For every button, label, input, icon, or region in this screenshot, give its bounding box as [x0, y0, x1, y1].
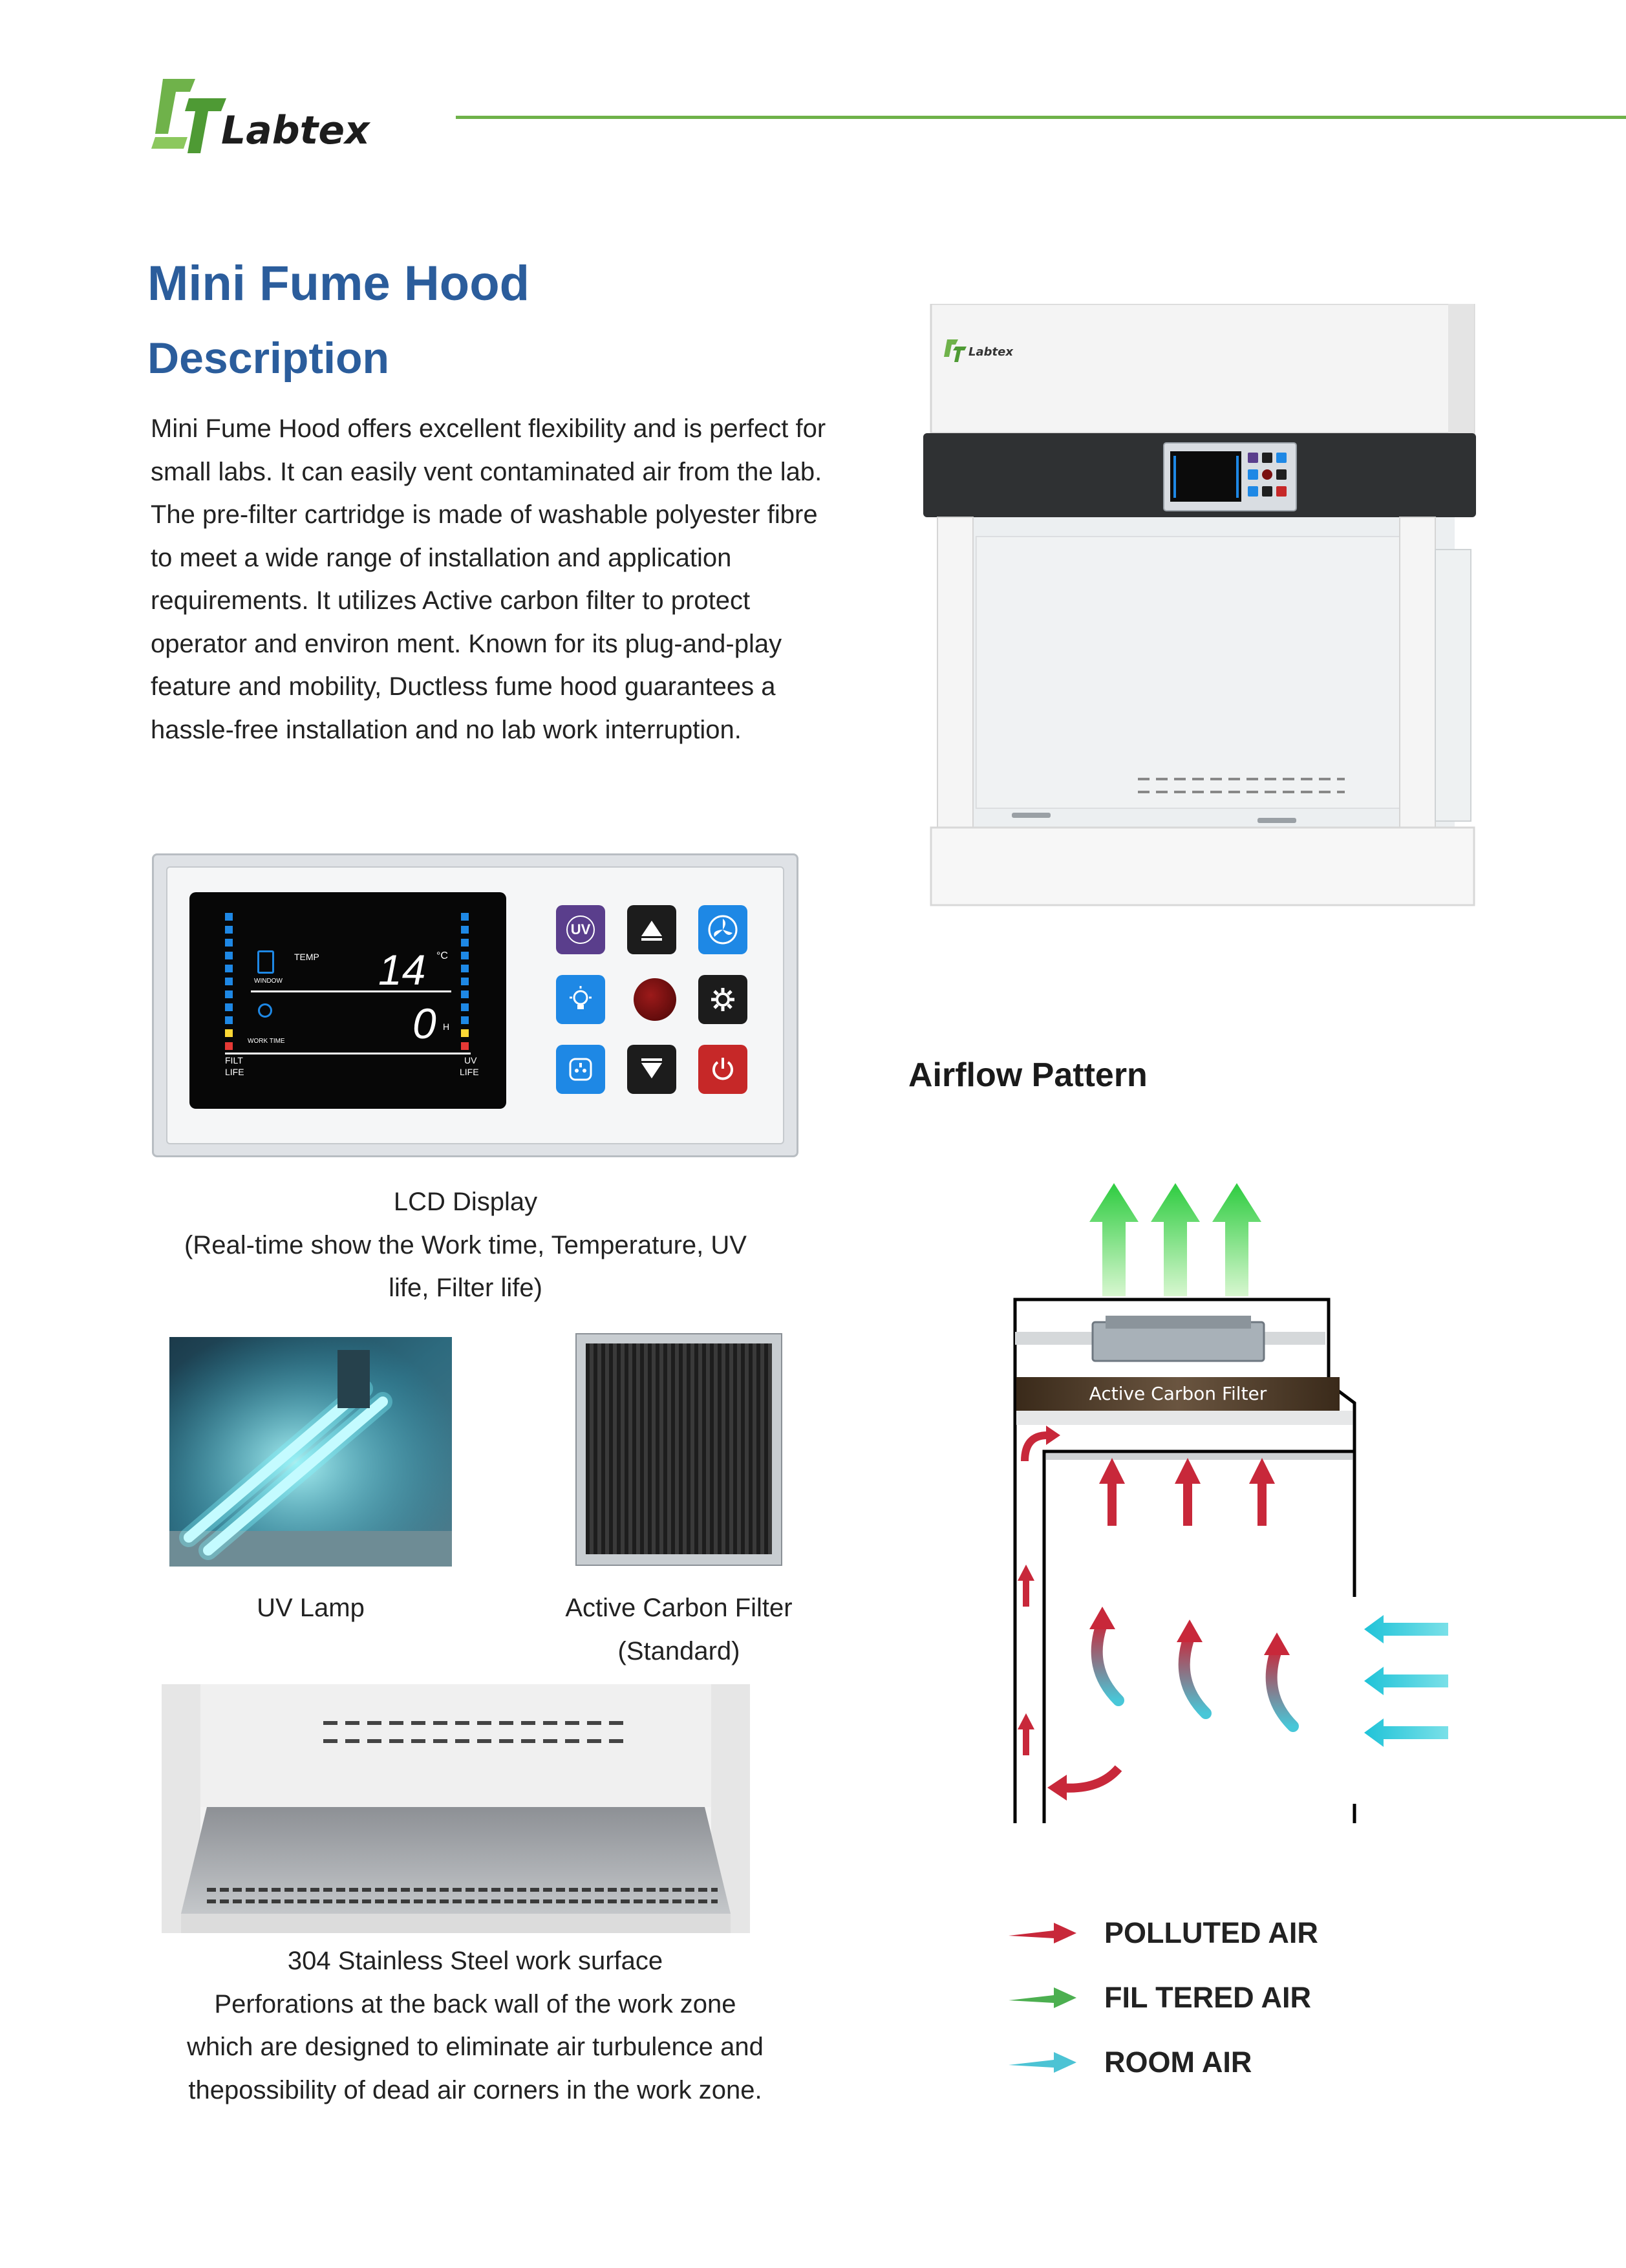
- description-line: feature and mobility, Ductless fume hood…: [151, 672, 776, 701]
- settings-button[interactable]: [698, 975, 747, 1024]
- carbon-filter-caption-line: Active Carbon Filter: [565, 1594, 793, 1622]
- uv-button[interactable]: UV: [556, 905, 605, 954]
- down-button[interactable]: [627, 1045, 676, 1094]
- carbon-filter-image: [575, 1333, 782, 1566]
- svg-text:Labtex: Labtex: [968, 345, 1014, 359]
- description-line: small labs. It can easily vent contamina…: [151, 457, 822, 486]
- work-surface-image: [162, 1684, 750, 1933]
- cyan-arrow-icon: [1009, 2052, 1076, 2073]
- work-surface-caption-line: Perforations at the back wall of the wor…: [214, 1989, 736, 2018]
- lcd-caption: LCD Display (Real-time show the Work tim…: [149, 1181, 782, 1310]
- lcd-caption-line: (Real-time show the Work time, Temperatu…: [184, 1230, 747, 1259]
- legend-label: POLLUTED AIR: [1104, 1916, 1318, 1949]
- description-line: hassle-free installation and no lab work…: [151, 715, 742, 744]
- legend-label: FIL TERED AIR: [1104, 1981, 1312, 2014]
- light-button[interactable]: [556, 975, 605, 1024]
- carbon-filter-caption-line: (Standard): [617, 1636, 740, 1665]
- description-heading: Description: [147, 334, 390, 383]
- description-line: requirements. It utilizes Active carbon …: [151, 586, 751, 615]
- work-surface-caption: 304 Stainless Steel work surface Perfora…: [149, 1940, 802, 2112]
- lcd-uv-label: UV: [464, 1055, 477, 1065]
- fan-button[interactable]: [698, 905, 747, 954]
- power-button[interactable]: [698, 1045, 747, 1094]
- triangle-down-icon: [641, 1058, 662, 1078]
- lcd-temp-value: 14: [378, 946, 426, 994]
- lcd-caption-line: LCD Display: [393, 1188, 538, 1216]
- lcd-caption-line: life, Filter life): [389, 1274, 542, 1302]
- lcd-work-time-label: WORK TIME: [248, 1038, 285, 1045]
- triangle-up-icon: [641, 921, 662, 941]
- labtex-logo-icon: [151, 79, 226, 153]
- status-indicator: [634, 978, 676, 1021]
- lcd-panel-image: WINDOW TEMP 14 °C 0 H WORK TIME FILT LIF…: [152, 853, 798, 1157]
- lcd-time-unit: H: [443, 1022, 450, 1032]
- carbon-filter-caption: Active Carbon Filter (Standard): [537, 1587, 821, 1673]
- power-icon: [712, 1058, 733, 1080]
- work-surface-caption-line: which are designed to eliminate air turb…: [187, 2033, 764, 2061]
- lcd-filt-label: FILT: [225, 1055, 243, 1065]
- legend-label: ROOM AIR: [1104, 2046, 1252, 2079]
- lcd-window-label: WINDOW: [254, 978, 283, 985]
- brand-name: Labtex: [221, 108, 370, 153]
- uv-lamp-image: [169, 1337, 452, 1567]
- description-line: The pre-filter cartridge is made of wash…: [151, 500, 818, 529]
- up-button[interactable]: [627, 905, 676, 954]
- description-text: Mini Fume Hood offers excellent flexibil…: [151, 407, 914, 751]
- header-divider: [456, 116, 1626, 119]
- page-title: Mini Fume Hood: [147, 256, 530, 311]
- lcd-temp-unit: °C: [436, 950, 448, 961]
- uv-lamp-caption: UV Lamp: [257, 1594, 365, 1622]
- description-line: to meet a wide range of installation and…: [151, 543, 732, 572]
- socket-button[interactable]: [556, 1045, 605, 1094]
- airflow-filter-label: Active Carbon Filter: [1089, 1383, 1267, 1404]
- description-line: Mini Fume Hood offers excellent flexibil…: [151, 414, 826, 443]
- green-arrow-icon: [1009, 1987, 1076, 2008]
- fan-icon: [708, 915, 738, 945]
- airflow-heading: Airflow Pattern: [908, 1056, 1148, 1094]
- red-arrow-icon: [1009, 1923, 1076, 1943]
- lcd-time-value: 0: [412, 1000, 436, 1047]
- lcd-screen: WINDOW TEMP 14 °C 0 H WORK TIME FILT LIF…: [189, 892, 506, 1109]
- description-line: operator and environ ment. Known for its…: [151, 629, 782, 658]
- gear-icon: [711, 988, 734, 1011]
- work-surface-caption-line: thepossibility of dead air corners in th…: [188, 2075, 762, 2104]
- lcd-temp-label: TEMP: [294, 952, 319, 962]
- airflow-legend: POLLUTED AIR FIL TERED AIR ROOM AIR: [1009, 1914, 1461, 2095]
- lcd-filt-life-label: LIFE: [225, 1067, 244, 1077]
- uv-button-label: UV: [566, 915, 595, 944]
- brand-logo: Labtex: [150, 72, 389, 163]
- lcd-uv-life-label: LIFE: [460, 1067, 479, 1077]
- work-surface-caption-line: 304 Stainless Steel work surface: [287, 1947, 663, 1975]
- airflow-diagram: Active Carbon Filter: [996, 1183, 1461, 1832]
- light-bulb-icon: [570, 986, 592, 1009]
- power-socket-icon: [569, 1058, 592, 1081]
- fume-hood-image: Labtex: [918, 303, 1500, 925]
